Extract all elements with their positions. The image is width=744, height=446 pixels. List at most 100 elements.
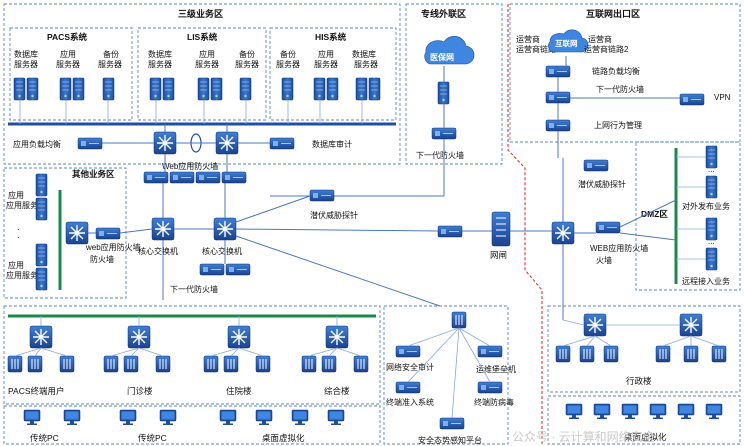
link-lb-device <box>545 65 571 78</box>
antivirus-label: 终端防病毒 <box>474 397 514 407</box>
net-audit-device <box>395 345 421 358</box>
admin-label: 行政楼 <box>626 376 652 386</box>
other-switch <box>65 221 89 245</box>
zone-internet-exit <box>509 3 741 143</box>
terminal-pcs <box>23 409 345 426</box>
core-next-fw-label: 下一代防火墙 <box>170 284 218 294</box>
latent-probe-right-device <box>583 159 609 172</box>
dmz-pub-servers: ... <box>705 145 718 199</box>
core-switch-1-label: 核心交换机 <box>138 246 178 256</box>
web-fw-right-label-b: 火墙 <box>596 255 612 265</box>
admin-hubs <box>555 345 727 363</box>
zone-security-mgmt <box>383 305 509 445</box>
svg-text:服务器: 服务器 <box>98 59 122 69</box>
link-lb-label: 链路负载均衡 <box>592 66 640 76</box>
svg-text:数据库: 数据库 <box>148 49 172 59</box>
isp2-label: 运营商链路2 <box>584 44 629 54</box>
latent-probe-right-label: 潜伏威胁探针 <box>578 179 626 189</box>
svg-text:备份: 备份 <box>103 49 119 59</box>
other-app-label-2: 应用服务器 <box>6 270 46 280</box>
zone-dmz <box>635 141 741 291</box>
building-switches <box>29 325 349 349</box>
watermark-text: 公众号 · 云计算和网络安全 <box>512 429 655 444</box>
gateway-device <box>491 211 511 247</box>
zone-pacs <box>9 27 133 121</box>
zone-buildings <box>3 305 381 405</box>
core-switch-1 <box>151 217 175 241</box>
vpn-device <box>679 93 705 106</box>
svg-text:服务器: 服务器 <box>56 59 80 69</box>
inpatient-label: 住院楼 <box>226 386 252 396</box>
dmz-remote-servers: ... <box>705 217 718 271</box>
db-audit-device <box>269 137 295 150</box>
special-next-fw-label: 下一代防火墙 <box>416 150 464 160</box>
sec-mgmt-hub <box>451 311 467 329</box>
gateway-label: 网闸 <box>490 250 507 260</box>
zone-other-label: 其他业务区 <box>72 169 115 179</box>
app-lb-label: 应用负载均衡 <box>13 139 61 149</box>
core-switch-2 <box>213 217 237 241</box>
db-audit-label: 数据库审计 <box>312 139 352 149</box>
access-sys-label: 终端准入系统 <box>386 397 434 407</box>
bastion-label: 运维堡垒机 <box>476 364 516 374</box>
antivirus-device <box>477 381 503 394</box>
zone-tier3-label: 三级业务区 <box>178 8 223 19</box>
svg-text:·: · <box>17 233 20 242</box>
svg-text:备份: 备份 <box>239 49 255 59</box>
admin-pcs <box>565 403 723 420</box>
medical-net-cloud: 医保网 <box>424 36 475 65</box>
web-fw-left-label-b: 防火墙 <box>90 254 114 264</box>
mid-exchange-device <box>437 225 463 238</box>
dmz-remote-label: 远程接入业务 <box>682 276 730 286</box>
svg-text:服务器: 服务器 <box>14 59 38 69</box>
other-app-label-2a: 应用 <box>8 260 24 270</box>
latent-probe-mid-label: 潜伏威胁探针 <box>310 210 358 220</box>
svg-text:数据库: 数据库 <box>14 49 38 59</box>
special-next-fw <box>431 127 457 140</box>
zone-pacs-label: PACS系统 <box>47 32 87 42</box>
zone-special-label: 专线外联区 <box>421 8 466 19</box>
special-line-server <box>437 81 450 105</box>
svg-text:应用: 应用 <box>60 49 76 59</box>
web-fw-top-3 <box>195 171 221 184</box>
zone-dmz-label: DMZ区 <box>641 209 668 219</box>
svg-text:应用: 应用 <box>318 49 334 59</box>
trad-pc-label-2: 传统PC <box>138 433 167 443</box>
pacs-terminal-label: PACS终端用户 <box>8 386 65 396</box>
web-fw-right-label: WEB应用防火墙 <box>590 243 648 253</box>
zone-special-line <box>405 3 503 165</box>
svg-text:...: ... <box>708 237 715 246</box>
behavior-mgmt-label: 上网行为管理 <box>594 120 642 130</box>
svg-text:服务器: 服务器 <box>314 59 338 69</box>
svg-text:服务器: 服务器 <box>148 59 172 69</box>
core-switch-2-label: 核心交换机 <box>202 246 242 256</box>
zone-lis-label: LIS系统 <box>187 32 218 42</box>
inet-next-fw-label: 下一代防火墙 <box>596 84 644 94</box>
svg-text:...: ... <box>708 165 715 174</box>
zone-terminals <box>3 405 381 445</box>
internet-boundary-line <box>507 4 543 444</box>
isp2-label-a: 运营商 <box>588 34 612 44</box>
svg-text:服务器: 服务器 <box>235 59 259 69</box>
web-fw-right-device <box>595 221 621 234</box>
vdesk-label: 桌面虚拟化 <box>262 433 305 443</box>
svg-text:备份: 备份 <box>280 49 296 59</box>
situation-label: 安全态势感知平台 <box>418 435 482 445</box>
svg-text:服务器: 服务器 <box>276 59 300 69</box>
zone-his-label: HIS系统 <box>315 32 347 42</box>
admin-vdesk-label: 桌面虚拟化 <box>624 432 667 442</box>
other-app-label-1: 应用服务器 <box>6 200 46 210</box>
isp1-label: 运营商链路1 <box>516 44 561 54</box>
zone-his <box>269 27 397 121</box>
svg-text:·: · <box>17 225 20 234</box>
app-lb-device <box>77 137 103 150</box>
zone-tier3 <box>3 3 401 165</box>
tier3-switch-2 <box>215 131 239 155</box>
access-sys-device <box>395 381 421 394</box>
behavior-mgmt-device <box>545 119 571 132</box>
inet-core-switch <box>551 221 575 245</box>
